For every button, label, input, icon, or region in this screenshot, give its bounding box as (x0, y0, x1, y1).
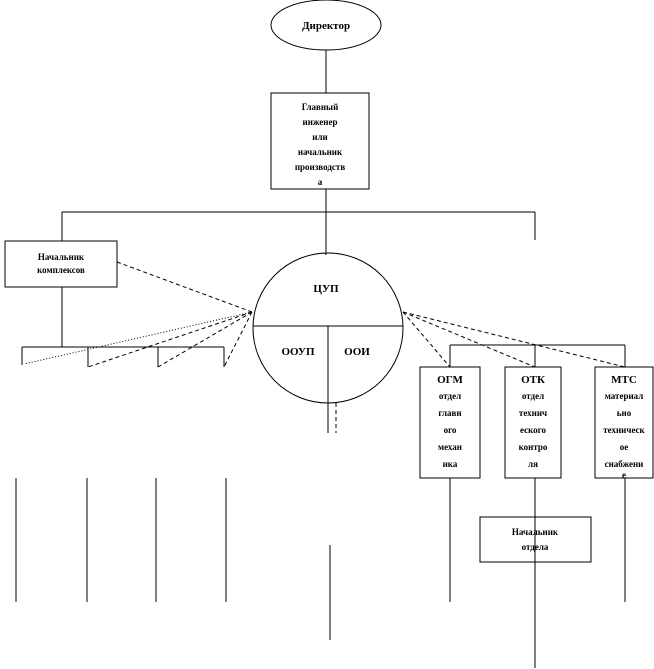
dept-line: ое (620, 442, 629, 452)
dept-line: отдел (439, 391, 461, 401)
dept-line: ого (444, 425, 457, 435)
dept-line: материал (605, 391, 644, 401)
director-label: Директор (302, 20, 350, 32)
dept-line: технич (519, 408, 547, 418)
chief-engineer-line: инженер (303, 117, 338, 127)
director-node: Директор (270, 0, 382, 51)
department-mts: МТС материал ьно техническ ое снабжени е (594, 366, 654, 480)
chief-engineer-line: производств (295, 162, 346, 172)
dept-abbr: МТС (611, 374, 637, 386)
chief-engineer-line: начальник (298, 147, 343, 157)
chief-engineer-node: Главный инженер или начальник производст… (270, 92, 370, 190)
dept-line: е (622, 470, 626, 480)
dept-abbr: ОГМ (437, 374, 463, 386)
chief-engineer-line: а (318, 177, 323, 187)
complex-head-line: Начальник (38, 252, 85, 262)
complex-head-line: комплексов (37, 265, 85, 275)
dept-line: ля (528, 459, 538, 469)
dept-line: главн (438, 408, 461, 418)
department-ogm: ОГМ отдел главн ого механ ика (419, 366, 481, 479)
dept-line: техническ (603, 425, 645, 435)
dept-line: снабжени (605, 459, 644, 469)
chief-engineer-line: Главный (302, 102, 339, 112)
center-left-label: ООУП (281, 346, 315, 358)
dept-abbr: ОТК (521, 374, 545, 386)
connectors (15, 50, 626, 668)
dept-line: отдел (522, 391, 544, 401)
dept-line: контро (519, 442, 548, 452)
complex-head-node: Начальник комплексов (4, 240, 118, 288)
dept-line: механ (438, 442, 462, 452)
dept-line: еского (520, 425, 547, 435)
center-node: ЦУП ООУП ООИ (252, 252, 404, 404)
dept-line: ика (443, 459, 458, 469)
center-right-label: ООИ (344, 346, 370, 358)
department-otk: ОТК отдел технич еского контро ля (504, 366, 562, 479)
chief-engineer-line: или (312, 132, 327, 142)
dept-line: ьно (617, 408, 632, 418)
center-title: ЦУП (313, 283, 339, 295)
